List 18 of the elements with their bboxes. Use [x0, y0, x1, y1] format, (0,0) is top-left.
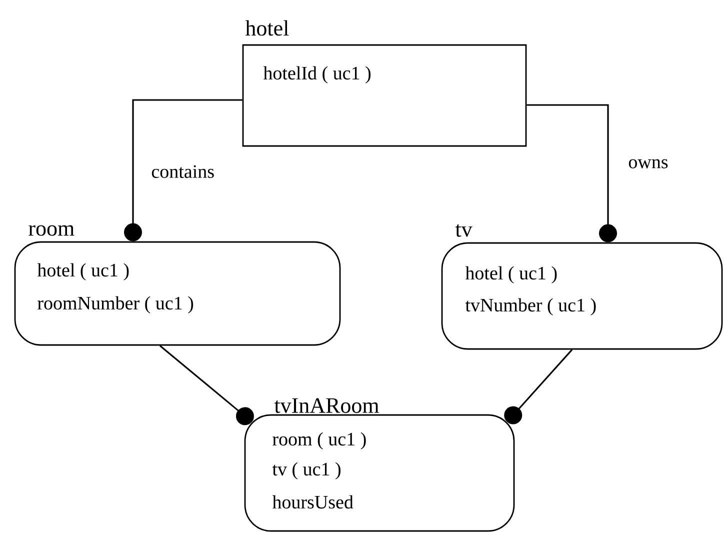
- entity-name: room: [28, 225, 74, 236]
- attribute-text: room ( uc1 ): [272, 432, 366, 450]
- connector: [160, 345, 254, 426]
- edge-label: contains: [150, 164, 216, 179]
- connector: [526, 104, 617, 242]
- attribute-text: hotel ( uc1 ): [37, 263, 129, 280]
- attribute-text: tvNumber ( uc1 ): [465, 298, 596, 316]
- attribute-text: roomNumber ( uc1 ): [38, 296, 194, 314]
- attribute-text: hotelId ( uc1 ): [263, 66, 371, 84]
- entity-name: tvInARoom: [274, 398, 379, 413]
- attribute-text: hotel ( uc1 ): [465, 266, 557, 284]
- entity-name: tv: [455, 224, 472, 237]
- connector: [124, 99, 242, 242]
- attribute-text: hoursUsed: [272, 495, 354, 509]
- connector: [504, 349, 573, 424]
- attribute-text: tv ( uc1 ): [272, 462, 340, 480]
- edge-label: owns: [627, 158, 670, 170]
- entity-name: hotel: [245, 20, 289, 36]
